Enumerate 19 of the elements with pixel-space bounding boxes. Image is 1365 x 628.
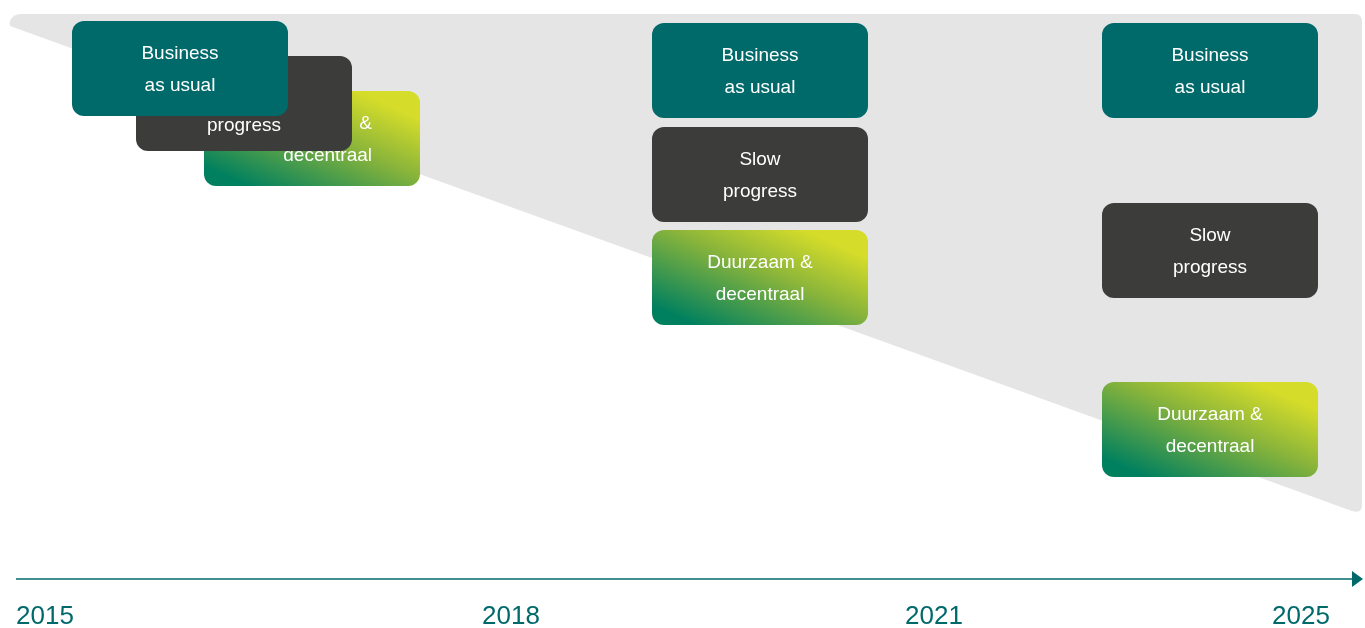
year-label: 2015 (16, 599, 74, 628)
scenario-box (1102, 23, 1318, 118)
year-label: 2025 (1272, 599, 1330, 628)
scenario-label: Business as usual (720, 42, 800, 99)
scenario-box (652, 23, 868, 118)
scenario-label: progress (206, 113, 282, 137)
scenario-box (652, 127, 868, 222)
scenario-box (1102, 203, 1318, 298)
scenario-box (1102, 382, 1318, 477)
year-label: 2018 (482, 599, 540, 628)
scenario-label: Duurzaam & decentraal (1156, 401, 1264, 458)
scenario-label: Duurzaam & decentraal (706, 249, 814, 306)
scenario-label: Slow progress (722, 146, 798, 203)
scenario-label: Business as usual (140, 40, 220, 97)
scenario-label: Slow progress (1172, 222, 1248, 279)
scenario-label: Business as usual (1170, 42, 1250, 99)
year-label: 2021 (905, 599, 963, 628)
scenario-box (652, 230, 868, 325)
scenario-box (72, 21, 288, 116)
